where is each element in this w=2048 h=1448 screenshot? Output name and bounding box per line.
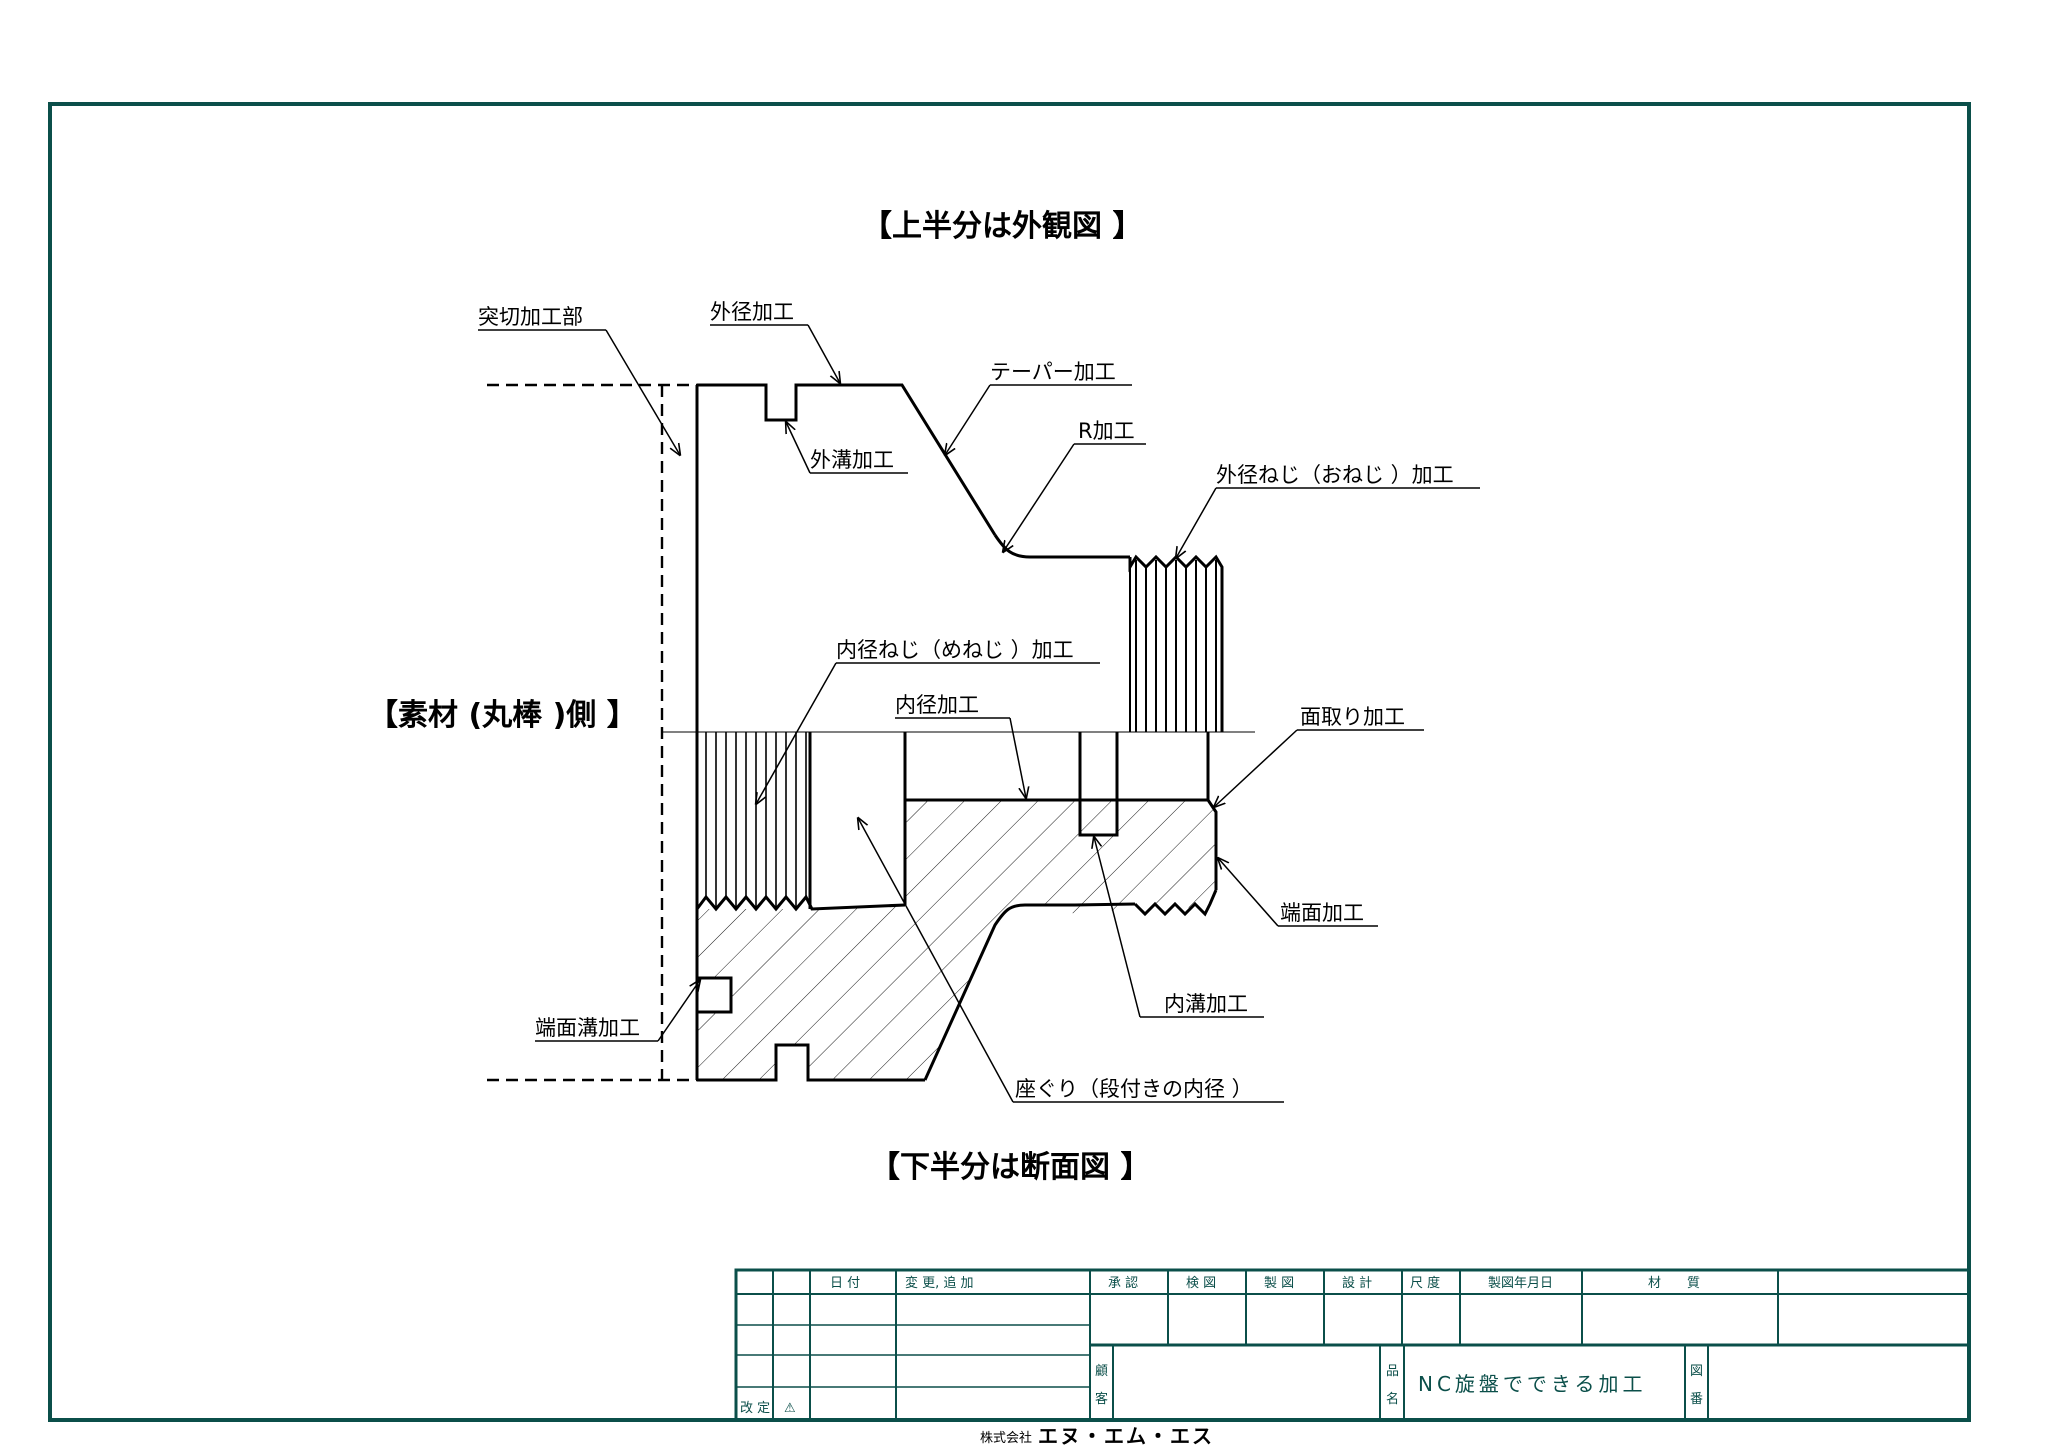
title-block (734, 1268, 1971, 1422)
label-outer-groove: 外溝加工 (810, 448, 894, 472)
label-inner-diameter: 内径加工 (895, 693, 979, 717)
tb-approve-header: 承 認 (1108, 1275, 1138, 1291)
label-face-groove: 端面溝加工 (535, 1016, 640, 1040)
tb-customer-label-1: 顧 (1095, 1364, 1108, 1379)
tb-revision-label: 改 定 (740, 1401, 770, 1416)
label-face: 端面加工 (1280, 901, 1364, 925)
label-outer-diameter: 外径加工 (710, 300, 794, 324)
label-outer-thread: 外径ねじ（おねじ ）加工 (1216, 463, 1454, 487)
tb-change-header: 変 更, 追 加 (905, 1275, 974, 1291)
tb-draw-header: 製 図 (1264, 1276, 1294, 1291)
label-taper: テーパー加工 (990, 360, 1116, 384)
tb-date-header: 日 付 (830, 1276, 860, 1291)
exterior-outline (695, 383, 1224, 732)
label-chamfer: 面取り加工 (1300, 705, 1405, 729)
label-inner-groove: 内溝加工 (1164, 992, 1248, 1016)
tb-material-header: 材 質 (1648, 1276, 1700, 1291)
header-section-view: 【下半分は断面図 】 (870, 1150, 1150, 1185)
label-radius: R加工 (1078, 419, 1135, 443)
tb-part-name-label-2: 名 (1386, 1391, 1399, 1407)
header-exterior-view: 【上半分は外観図 】 (862, 209, 1142, 244)
face-groove (695, 976, 733, 1014)
tb-revision-mark: ⚠ (784, 1401, 796, 1416)
company-name: エヌ・エム・エス (1038, 1424, 1214, 1448)
label-inner-thread: 内径ねじ（めねじ ）加工 (836, 638, 1074, 662)
section-hatch-fill (697, 800, 1216, 1080)
section-outline (695, 732, 1218, 1082)
tb-part-name-label-1: 品 (1386, 1364, 1399, 1379)
tb-check-header: 検 図 (1186, 1276, 1216, 1291)
tb-design-header: 設 計 (1342, 1275, 1372, 1291)
tb-drawing-date-header: 製図年月日 (1488, 1276, 1553, 1291)
tb-scale-header: 尺 度 (1410, 1275, 1440, 1291)
internal-thread-lines (705, 732, 807, 909)
tb-customer-label-2: 客 (1095, 1391, 1108, 1407)
external-thread-lines (1129, 560, 1217, 732)
label-cutoff: 突切加工部 (478, 305, 583, 329)
drawing-frame (48, 102, 1971, 1422)
tb-part-name: NC旋盤でできる加工 (1418, 1372, 1647, 1396)
label-counterbore: 座ぐり（段付きの内径 ） (1015, 1077, 1253, 1101)
header-material-side: 【素材 (丸棒 )側 】 (368, 698, 637, 733)
tb-drawing-no-label-2: 番 (1690, 1392, 1703, 1407)
company-prefix: 株式会社 (980, 1430, 1032, 1446)
tb-drawing-no-label-1: 図 (1690, 1364, 1703, 1379)
